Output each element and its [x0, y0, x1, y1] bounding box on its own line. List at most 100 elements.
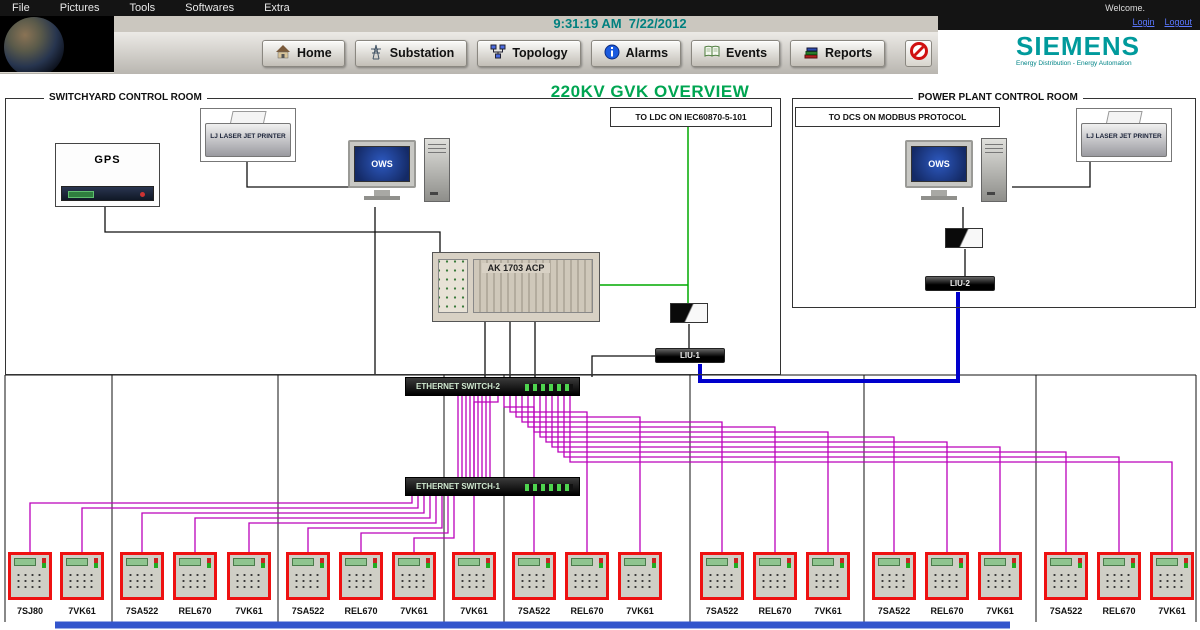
- rtu-ak1703[interactable]: AK 1703 ACP: [432, 252, 600, 322]
- computer-tower: [981, 138, 1007, 202]
- no-entry-icon: [909, 41, 929, 66]
- relay-unit[interactable]: 7VK61: [452, 552, 496, 616]
- alarms-icon: [604, 44, 620, 63]
- relay-keypad: [760, 572, 790, 590]
- laser-printer-left[interactable]: LJ LASER JET PRINTER: [200, 108, 296, 162]
- relay-device: [8, 552, 52, 600]
- relay-unit[interactable]: 7VK61: [978, 552, 1022, 616]
- welcome-text: Welcome.: [1105, 3, 1145, 13]
- relay-unit[interactable]: 7SA522: [700, 552, 744, 616]
- relay-led: [1078, 558, 1082, 568]
- reports-button-label: Reports: [825, 46, 873, 60]
- substation-button-label: Substation: [389, 46, 455, 60]
- topology-button[interactable]: Topology: [477, 39, 581, 67]
- printer-body: [1081, 123, 1167, 157]
- menu-file[interactable]: File: [12, 2, 30, 14]
- relay-label: REL670: [930, 606, 964, 616]
- menu-softwares[interactable]: Softwares: [185, 2, 235, 14]
- relay-unit[interactable]: 7VK61: [806, 552, 850, 616]
- relay-led: [1012, 558, 1016, 568]
- topology-icon: [490, 44, 506, 63]
- alarms-button[interactable]: Alarms: [590, 39, 682, 67]
- relay-keypad: [399, 572, 429, 590]
- relay-display: [624, 558, 646, 566]
- relay-unit[interactable]: REL670: [753, 552, 797, 616]
- liu2-device[interactable]: LIU-2: [925, 276, 995, 291]
- relay-device: [753, 552, 797, 600]
- relay-unit[interactable]: 7VK61: [392, 552, 436, 616]
- menu-tools[interactable]: Tools: [129, 2, 156, 14]
- relay-unit[interactable]: 7VK61: [60, 552, 104, 616]
- relay-unit[interactable]: REL670: [339, 552, 383, 616]
- relay-unit[interactable]: 7SA522: [120, 552, 164, 616]
- relay-keypad: [932, 572, 962, 590]
- relay-unit[interactable]: 7SJ80: [8, 552, 52, 616]
- switchyard-control-room-box: SWITCHYARD CONTROL ROOM: [5, 92, 781, 375]
- relay-display: [518, 558, 540, 566]
- login-link[interactable]: Login: [1132, 17, 1155, 27]
- monitor-stand: [374, 190, 390, 196]
- ethernet-switch-1[interactable]: ETHERNET SWITCH-1: [405, 477, 580, 496]
- substation-icon: [368, 44, 384, 63]
- relay-display: [759, 558, 781, 566]
- relay-unit[interactable]: 7SA522: [872, 552, 916, 616]
- relay-led: [906, 558, 910, 568]
- relay-display: [292, 558, 314, 566]
- relay-device: [700, 552, 744, 600]
- relay-device: [1150, 552, 1194, 600]
- liu1-device[interactable]: LIU-1: [655, 348, 725, 363]
- relay-unit[interactable]: 7VK61: [618, 552, 662, 616]
- monitor-base: [364, 196, 400, 200]
- relay-keypad: [234, 572, 264, 590]
- relay-unit[interactable]: REL670: [1097, 552, 1141, 616]
- siemens-logo: SIEMENS: [1016, 31, 1141, 61]
- relay-unit[interactable]: REL670: [565, 552, 609, 616]
- time-strip: [114, 16, 938, 32]
- relay-label: 7VK61: [400, 606, 428, 616]
- relay-label: 7SA522: [705, 606, 739, 616]
- gps-label: GPS: [94, 154, 121, 166]
- monitor-stand: [931, 190, 947, 196]
- relay-label: 7VK61: [68, 606, 96, 616]
- home-button[interactable]: Home: [262, 39, 345, 67]
- relay-keypad: [1051, 572, 1081, 590]
- relay-display: [931, 558, 953, 566]
- ows-right-screen-label: OWS: [911, 146, 967, 182]
- relay-label: 7VK61: [1158, 606, 1186, 616]
- ethernet-switch-2[interactable]: ETHERNET SWITCH-2: [405, 377, 580, 396]
- relay-label: 7SJ80: [16, 606, 44, 616]
- relay-device: [806, 552, 850, 600]
- logout-link[interactable]: Logout: [1164, 17, 1192, 27]
- relay-device: [60, 552, 104, 600]
- block-button[interactable]: [905, 39, 933, 67]
- relay-unit[interactable]: 7SA522: [512, 552, 556, 616]
- power-plant-room-label: POWER PLANT CONTROL ROOM: [913, 92, 1083, 103]
- ows-workstation-right[interactable]: OWS: [905, 138, 1017, 208]
- relay-display: [179, 558, 201, 566]
- events-button[interactable]: Events: [691, 39, 781, 67]
- page-title: 220KV GVK OVERVIEW: [550, 82, 750, 101]
- relay-keypad: [519, 572, 549, 590]
- relay-unit[interactable]: 7VK61: [227, 552, 271, 616]
- laser-printer-right[interactable]: LJ LASER JET PRINTER: [1076, 108, 1172, 162]
- menu-extra[interactable]: Extra: [264, 2, 290, 14]
- ows-workstation-left[interactable]: OWS: [348, 138, 460, 208]
- relay-display: [706, 558, 728, 566]
- relay-keypad: [1104, 572, 1134, 590]
- relay-display: [571, 558, 593, 566]
- relay-unit[interactable]: 7SA522: [1044, 552, 1088, 616]
- relay-unit[interactable]: 7VK61: [1150, 552, 1194, 616]
- substation-button[interactable]: Substation: [354, 39, 468, 67]
- relay-unit[interactable]: 7SA522: [286, 552, 330, 616]
- relay-unit[interactable]: REL670: [925, 552, 969, 616]
- gps-clock-device[interactable]: GPS: [55, 143, 160, 207]
- relay-led: [599, 558, 603, 568]
- menu-pictures[interactable]: Pictures: [59, 2, 100, 14]
- monitor: OWS: [905, 140, 973, 188]
- relay-device: [392, 552, 436, 600]
- relay-keypad: [707, 572, 737, 590]
- reports-button[interactable]: Reports: [790, 39, 886, 67]
- nav-button-row: Home Substation Topology Alarms Events R…: [114, 32, 938, 74]
- relay-unit[interactable]: REL670: [173, 552, 217, 616]
